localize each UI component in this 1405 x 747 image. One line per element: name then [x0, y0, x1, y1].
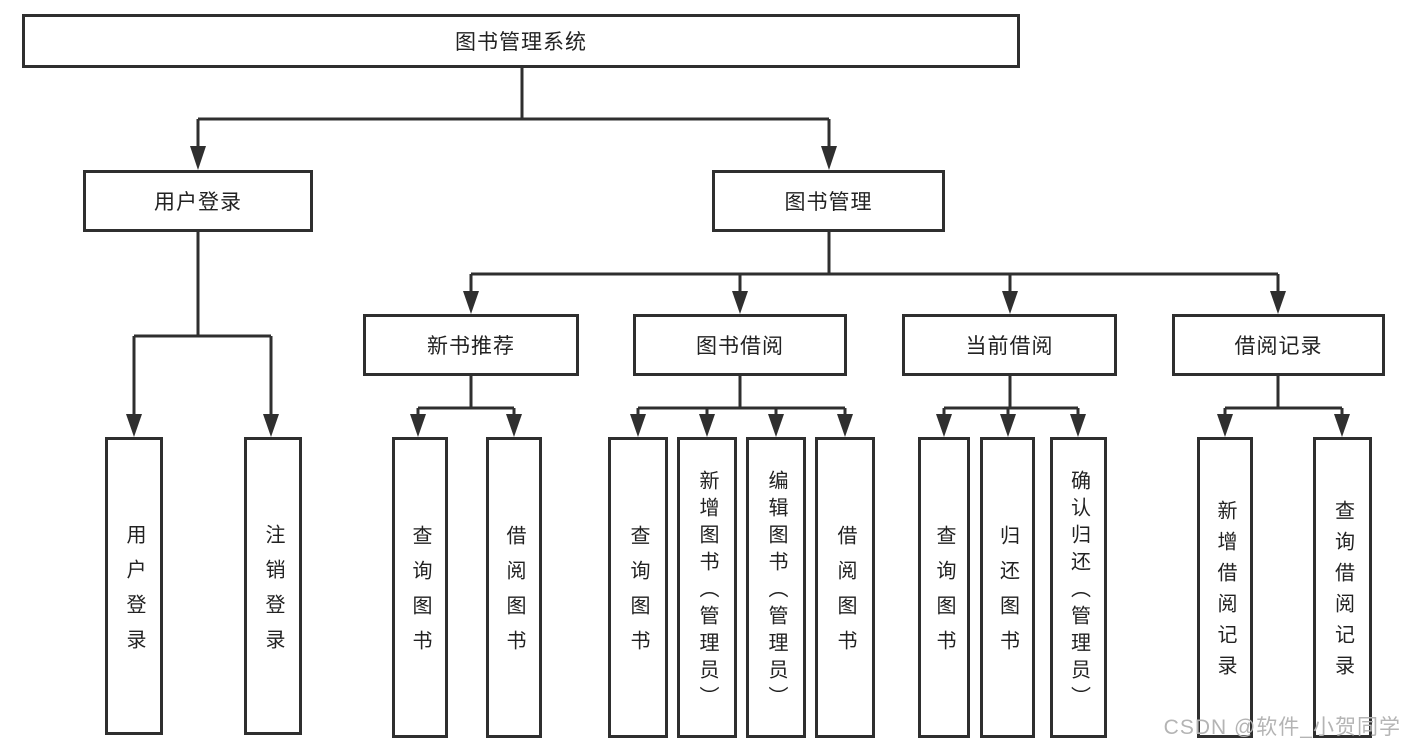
arrowhead-icons [126, 146, 1350, 437]
node-book-management-label: 图书管理 [784, 191, 873, 214]
leaf-records-query-record: 查询借阅记录 [1313, 437, 1372, 738]
leaf-borrow-add-book-admin-label: 新增图书（管理员） [696, 469, 718, 713]
node-new-book-recommend-label: 新书推荐 [427, 335, 515, 358]
leaf-recommend-borrow-books: 借阅图书 [486, 437, 542, 738]
node-root-label: 图书管理系统 [455, 31, 587, 54]
leaf-borrow-borrow-books-label: 借阅图书 [834, 525, 856, 665]
leaf-current-return-books-label: 归还图书 [996, 525, 1019, 665]
leaf-recommend-borrow-books-label: 借阅图书 [503, 525, 525, 665]
leaf-records-add-record: 新增借阅记录 [1197, 437, 1253, 738]
node-new-book-recommend: 新书推荐 [363, 314, 579, 376]
leaf-borrow-edit-book-admin: 编辑图书（管理员） [746, 437, 806, 738]
leaf-records-query-record-label: 查询借阅记录 [1331, 500, 1354, 686]
leaf-borrow-edit-book-admin-label: 编辑图书（管理员） [765, 469, 787, 713]
leaf-recommend-query-books-label: 查询图书 [409, 525, 431, 665]
leaf-records-add-record-label: 新增借阅记录 [1214, 500, 1236, 686]
leaf-current-confirm-return-admin-label: 确认归还（管理员） [1067, 469, 1090, 713]
leaf-borrow-query-books: 查询图书 [608, 437, 668, 738]
leaf-current-query-books-label: 查询图书 [933, 525, 955, 665]
node-borrow-records: 借阅记录 [1172, 314, 1385, 376]
node-book-borrow: 图书借阅 [633, 314, 847, 376]
leaf-user-login-label: 用户登录 [123, 523, 145, 664]
node-current-borrow-label: 当前借阅 [965, 335, 1054, 358]
leaf-borrow-add-book-admin: 新增图书（管理员） [677, 437, 737, 738]
node-root: 图书管理系统 [22, 14, 1020, 68]
leaf-borrow-query-books-label: 查询图书 [627, 525, 649, 665]
leaf-user-login: 用户登录 [105, 437, 163, 735]
leaf-current-return-books: 归还图书 [980, 437, 1035, 738]
node-borrow-records-label: 借阅记录 [1234, 335, 1323, 358]
leaf-recommend-query-books: 查询图书 [392, 437, 448, 738]
leaf-borrow-borrow-books: 借阅图书 [815, 437, 875, 738]
node-user-login: 用户登录 [83, 170, 313, 232]
node-user-login-label: 用户登录 [154, 191, 242, 214]
watermark: CSDN @软件_小贺同学 [1163, 716, 1401, 739]
leaf-current-query-books: 查询图书 [918, 437, 970, 738]
node-book-management: 图书管理 [712, 170, 945, 232]
node-book-borrow-label: 图书借阅 [696, 335, 784, 358]
leaf-logout-label: 注销登录 [262, 523, 284, 664]
node-current-borrow: 当前借阅 [902, 314, 1117, 376]
leaf-logout: 注销登录 [244, 437, 302, 735]
leaf-current-confirm-return-admin: 确认归还（管理员） [1050, 437, 1107, 738]
